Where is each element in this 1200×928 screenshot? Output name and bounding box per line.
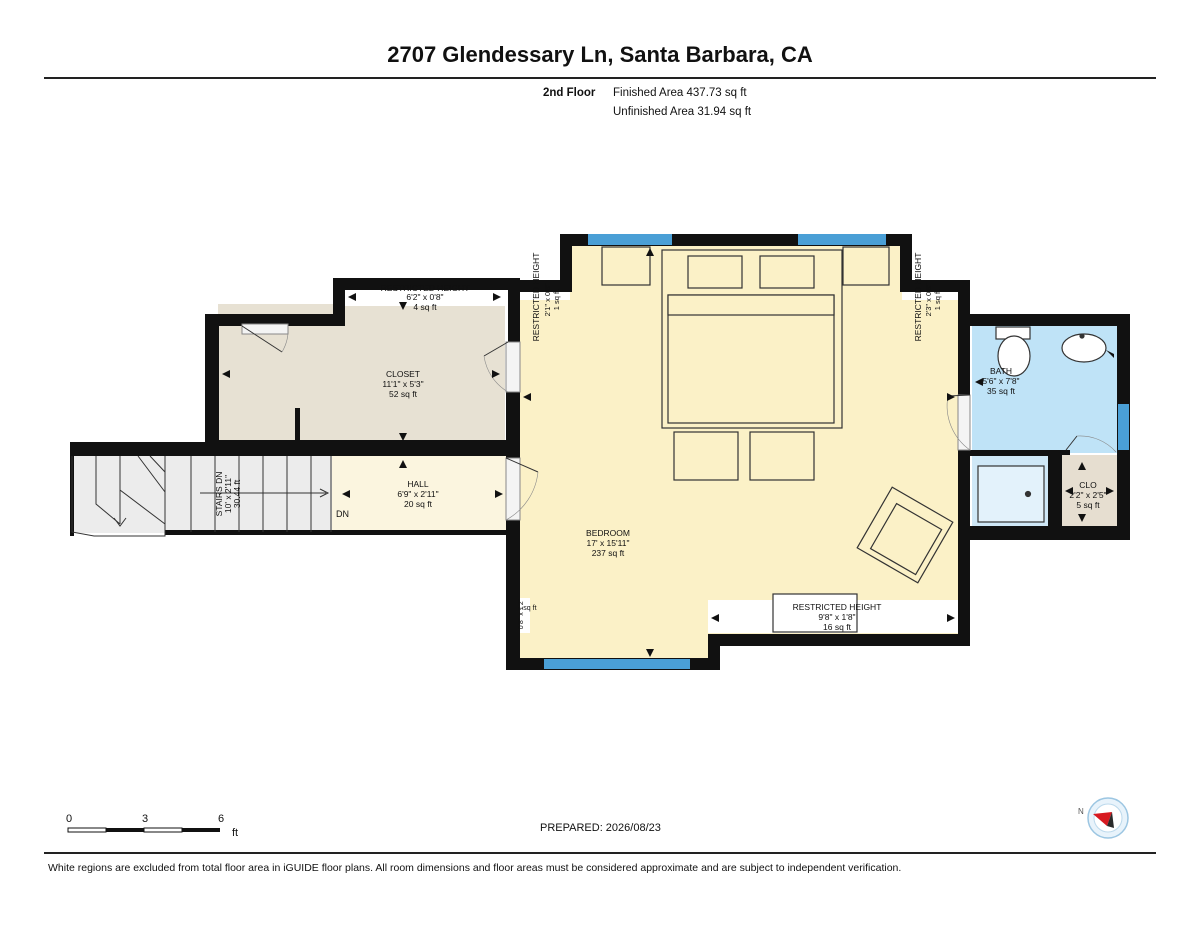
furniture — [601, 246, 1107, 633]
bath-area: 35 sq ft — [987, 386, 1016, 396]
toilet — [997, 335, 1031, 377]
scale-bar: 0 3 6 ft — [66, 808, 266, 848]
closet-name: CLOSET — [386, 369, 420, 379]
scale-unit: ft — [232, 827, 238, 839]
restricted-bottom-area: 16 sq ft — [823, 622, 852, 632]
restricted-left-name: RESTRICTED HEIGHT — [531, 253, 541, 342]
doors — [241, 323, 1117, 521]
bath-dims: 5'6" x 7'8" — [982, 376, 1019, 386]
stairs-fill — [72, 456, 332, 533]
stairs — [71, 455, 332, 537]
stairs-dims: 10' x 2'11" — [223, 475, 233, 513]
dimension-arrows — [222, 248, 1114, 657]
restricted-bottom-dims: 9'8" x 1'8" — [818, 612, 855, 622]
footer-divider — [44, 852, 1156, 854]
closet-dims: 11'1" x 5'3" — [382, 379, 423, 389]
bedroom-fill — [518, 245, 960, 660]
restricted-closet-dims: 6'2" x 0'8" — [406, 292, 443, 302]
scale-label-0: 0 — [66, 813, 72, 825]
floor-label: 2nd Floor — [543, 87, 596, 99]
windows — [544, 234, 1129, 669]
nightstand-right — [842, 246, 890, 286]
sink — [1061, 333, 1107, 363]
bedroom-area: 237 sq ft — [592, 548, 625, 558]
scale-label-3: 3 — [142, 813, 148, 825]
clo-name: CLO — [1079, 480, 1097, 490]
compass-icon: N — [1078, 797, 1129, 839]
restricted-left-dims: 2'1" x 0'8" — [543, 283, 552, 316]
page-title: 2707 Glendessary Ln, Santa Barbara, CA — [387, 42, 813, 67]
window-top-left — [588, 234, 672, 245]
restricted-left-area: 1 sq ft — [552, 289, 561, 310]
stairs-dn-label: DN — [336, 509, 349, 519]
restricted-right-area: 1 sq ft — [933, 289, 942, 310]
compass-label: N — [1078, 807, 1084, 816]
small-bottom-left-area: 1 sq ft — [517, 605, 536, 612]
window-bottom — [544, 659, 690, 669]
hall-area: 20 sq ft — [404, 499, 433, 509]
restricted-right-name: RESTRICTED HEIGHT — [913, 253, 923, 342]
unfinished-area: Unfinished Area 31.94 sq ft — [613, 106, 752, 118]
prepared-date: PREPARED: 2026/08/23 — [540, 822, 661, 834]
closet-restricted-fill — [345, 289, 505, 306]
hall-dims: 6'9" x 2'11" — [397, 489, 438, 499]
stairs-area: 30.44 ft — [232, 479, 242, 508]
restricted-right-dims: 2'3" x 0'8" — [924, 283, 933, 316]
room-labels: CLOSET 11'1" x 5'3" 52 sq ft HALL 6'9" x… — [381, 283, 1107, 632]
finished-area: Finished Area 437.73 sq ft — [613, 87, 747, 99]
header-divider — [44, 77, 1156, 79]
hall-fill — [332, 456, 507, 531]
clo-area: 5 sq ft — [1076, 500, 1100, 510]
restricted-closet-name: RESTRICTED HEIGHT — [381, 283, 470, 293]
hall-name: HALL — [407, 479, 429, 489]
window-bath — [1118, 404, 1129, 450]
shower — [977, 465, 1045, 523]
window-top-right — [798, 234, 886, 245]
disclaimer: White regions are excluded from total fl… — [48, 862, 902, 874]
stairs-name: STAIRS DN — [214, 472, 224, 517]
bedroom-dims: 17' x 15'11" — [587, 538, 630, 548]
closet-area: 52 sq ft — [389, 389, 418, 399]
bath-name: BATH — [990, 366, 1012, 376]
restricted-closet-area: 4 sq ft — [413, 302, 437, 312]
restricted-bottom-name: RESTRICTED HEIGHT — [793, 602, 882, 612]
clo-dims: 2'2" x 2'5" — [1069, 490, 1106, 500]
small-bottom-left-dims: 0'8" x 1'2" — [518, 598, 525, 629]
nightstand-left — [601, 246, 651, 286]
bedroom-name: BEDROOM — [586, 528, 630, 538]
scale-label-6: 6 — [218, 813, 224, 825]
